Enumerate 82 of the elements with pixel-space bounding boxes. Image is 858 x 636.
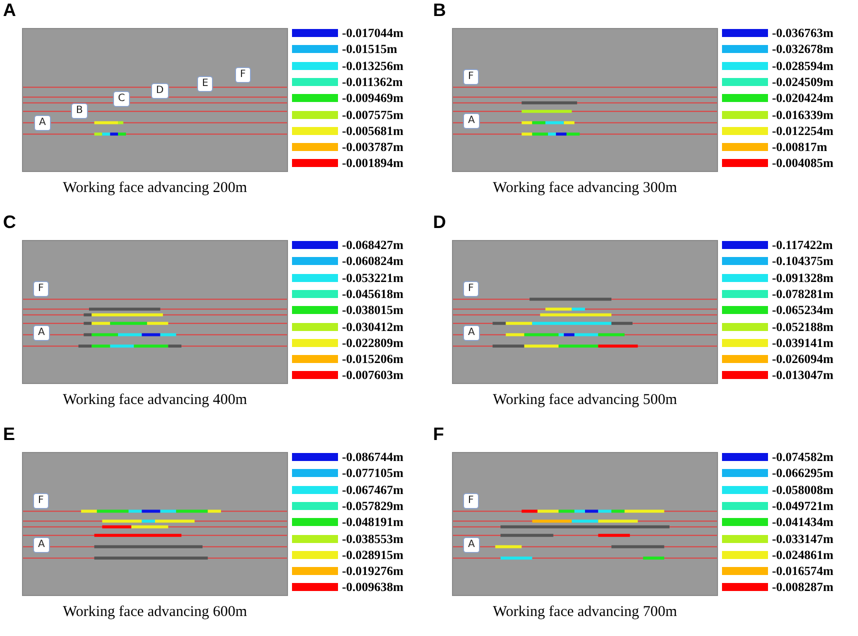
legend-label: -0.066295m [772, 466, 834, 480]
panel-letter: A [3, 0, 16, 21]
legend-label: -0.011362m [342, 74, 403, 89]
callout-label: C [113, 91, 130, 107]
callout-label: F [463, 281, 479, 297]
callout-label: F [463, 493, 479, 509]
legend-label: -0.065234m [772, 303, 834, 318]
callout-label: F [33, 493, 49, 509]
legend-label: -0.048191m [342, 515, 404, 530]
panel-caption: Working face advancing 200m [62, 180, 248, 197]
callout-label: F [463, 69, 479, 85]
legend-label: -0.053221m [342, 270, 404, 285]
legend-label: -0.032678m [772, 42, 834, 56]
panel-letter: D [433, 212, 446, 233]
callout-label: A [33, 537, 50, 553]
legend-label: -0.041434m [772, 515, 834, 530]
legend-label: -0.007603m [342, 368, 404, 382]
legend-label: -0.068427m [342, 238, 404, 252]
legend-label: -0.024861m [772, 548, 834, 562]
legend-label: -0.117422m [772, 238, 833, 252]
panel-letter: B [433, 0, 446, 21]
legend-label: -0.091328m [772, 270, 834, 285]
panel-caption: Working face advancing 700m [492, 604, 678, 621]
legend-label: -0.008287m [772, 580, 834, 594]
callout-label: A [463, 537, 480, 553]
legend-label: -0.022809m [342, 336, 404, 350]
legend-label: -0.001894m [342, 156, 404, 170]
panel-caption: Working face advancing 600m [62, 604, 248, 621]
legend-label: -0.016574m [772, 564, 834, 578]
callout-label: A [34, 115, 51, 131]
legend-label: -0.009638m [342, 580, 404, 594]
callout-label: F [235, 67, 251, 83]
callout-label: A [463, 113, 480, 129]
legend-label: -0.030412m [342, 320, 404, 334]
legend-label: -0.00817m [772, 140, 828, 154]
legend-label: -0.013047m [772, 368, 834, 382]
legend-label: -0.01515m [342, 42, 398, 56]
legend-label: -0.057829m [342, 498, 404, 513]
callout-label: A [463, 325, 480, 341]
legend-label: -0.086744m [342, 450, 404, 464]
panel-letter: F [433, 424, 444, 445]
legend-label: -0.026094m [772, 352, 834, 366]
legend-label: -0.024509m [772, 74, 834, 89]
callout-label: D [151, 83, 169, 99]
legend-label: -0.038553m [342, 532, 404, 546]
legend-label: -0.004085m [772, 156, 834, 170]
legend-label: -0.067467m [342, 482, 404, 497]
legend-label: -0.019276m [342, 564, 404, 578]
legend-label: -0.009469m [342, 91, 404, 106]
panel-caption: Working face advancing 500m [492, 392, 678, 409]
panel-caption: Working face advancing 300m [492, 180, 678, 197]
legend-label: -0.013256m [342, 58, 404, 73]
legend-label: -0.074582m [772, 450, 834, 464]
panel-letter: C [3, 212, 16, 233]
legend-label: -0.028594m [772, 58, 834, 73]
panel-letter: E [3, 424, 16, 445]
legend-label: -0.015206m [342, 352, 404, 366]
legend-label: -0.077105m [342, 466, 404, 480]
legend-label: -0.007575m [342, 108, 404, 122]
legend-label: -0.036763m [772, 26, 834, 40]
callout-label: A [33, 325, 50, 341]
panel-caption: Working face advancing 400m [62, 392, 248, 409]
legend-label: -0.017044m [342, 26, 404, 40]
legend-label: -0.058008m [772, 482, 834, 497]
callout-label: E [197, 76, 214, 92]
legend-label: -0.012254m [772, 124, 834, 138]
legend-label: -0.049721m [772, 498, 834, 513]
legend-label: -0.033147m [772, 532, 834, 546]
legend-label: -0.038015m [342, 303, 404, 318]
legend-label: -0.104375m [772, 254, 834, 268]
legend-label: -0.016339m [772, 108, 834, 122]
legend-label: -0.028915m [342, 548, 404, 562]
legend-label: -0.045618m [342, 286, 404, 301]
callout-label: F [33, 281, 49, 297]
legend-label: -0.003787m [342, 140, 404, 154]
legend-label: -0.052188m [772, 320, 834, 334]
legend-label: -0.005681m [342, 124, 404, 138]
legend-label: -0.020424m [772, 91, 834, 106]
legend-label: -0.078281m [772, 286, 834, 301]
legend-label: -0.060824m [342, 254, 404, 268]
callout-label: B [71, 103, 88, 119]
legend-label: -0.039141m [772, 336, 834, 350]
